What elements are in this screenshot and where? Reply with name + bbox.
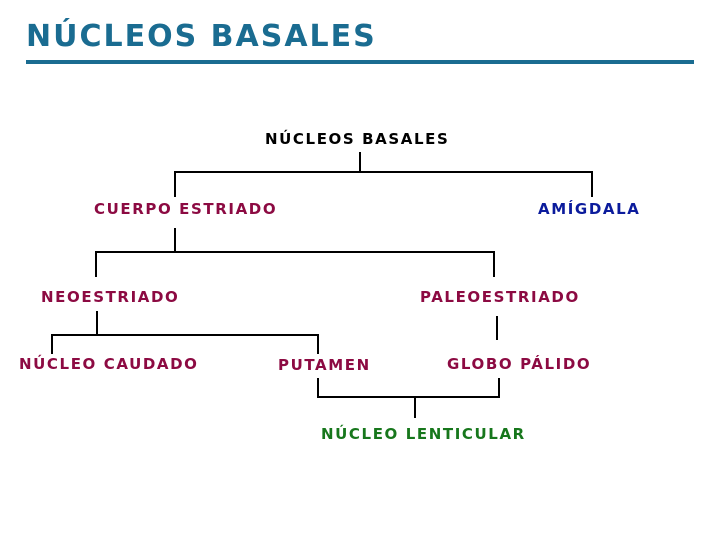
edge-level3-bar	[51, 334, 319, 336]
node-globo-palido[interactable]: GLOBO PÁLIDO	[444, 355, 595, 374]
node-putamen[interactable]: PUTAMEN	[275, 356, 374, 375]
edge-to-neoestriado	[95, 251, 97, 277]
node-paleoestriado[interactable]: PALEOESTRIADO	[417, 288, 583, 307]
node-nucleo-caudado[interactable]: NÚCLEO CAUDADO	[16, 355, 202, 374]
edge-neoestriado-stem	[96, 311, 98, 336]
edge-cuerpo-estriado-stem	[174, 228, 176, 253]
edge-level2-bar	[95, 251, 495, 253]
edge-to-cuerpo-estriado	[174, 171, 176, 197]
edge-level1-bar	[174, 171, 593, 173]
edge-lenticular-bar	[317, 396, 500, 398]
edge-globo-palido-down	[498, 378, 500, 397]
edge-to-putamen	[317, 334, 319, 354]
node-nucleo-lenticular[interactable]: NÚCLEO LENTICULAR	[318, 425, 529, 444]
page-title: NÚCLEOS BASALES	[26, 19, 377, 54]
edge-putamen-down	[317, 378, 319, 397]
title-underline-rule	[26, 60, 694, 64]
edge-to-nucleo-lenticular	[414, 396, 416, 418]
node-neoestriado[interactable]: NEOESTRIADO	[38, 288, 183, 307]
edge-to-paleoestriado	[493, 251, 495, 277]
edge-to-globo-palido	[496, 316, 498, 340]
edge-to-amigdala	[591, 171, 593, 197]
edge-to-nucleo-caudado	[51, 334, 53, 354]
edge-root-stem	[359, 152, 361, 173]
node-cuerpo-estriado[interactable]: CUERPO ESTRIADO	[91, 200, 281, 219]
node-amigdala[interactable]: AMÍGDALA	[535, 200, 644, 219]
node-nucleos-basales[interactable]: NÚCLEOS BASALES	[262, 130, 453, 149]
